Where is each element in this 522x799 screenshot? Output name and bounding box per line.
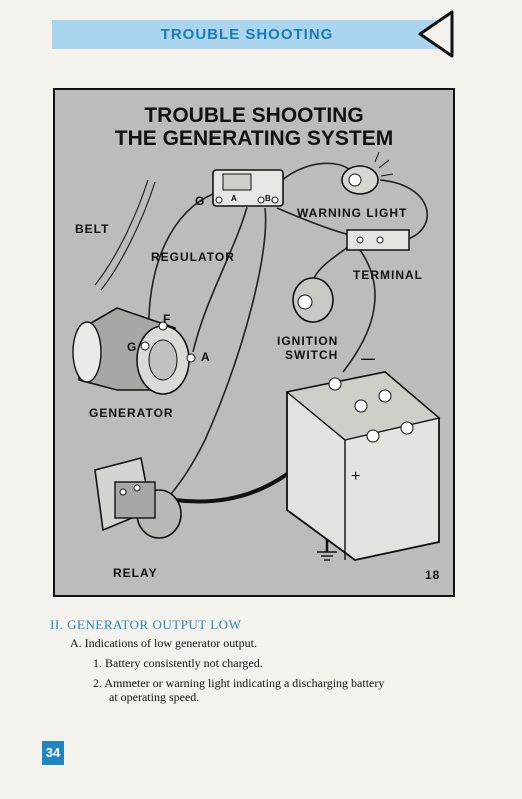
figure-title: TROUBLE SHOOTING THE GENERATING SYSTEM: [55, 104, 453, 150]
belt-line-2: [100, 181, 156, 291]
warning-light-label: WARNING LIGHT: [297, 206, 408, 220]
wiring-diagram-figure: TROUBLE SHOOTING THE GENERATING SYSTEM B…: [53, 88, 455, 597]
wiring-diagram-drawing: [72, 151, 441, 561]
figure-title-line-2: THE GENERATING SYSTEM: [114, 127, 394, 150]
item-a: A. Indications of low generator output.: [70, 636, 257, 650]
regulator-terminal-a-label: A: [231, 194, 238, 203]
item-1: 1. Battery consistently not charged.: [93, 656, 263, 670]
page-header-title: TROUBLE SHOOTING: [160, 26, 334, 43]
wire-regulator-generator-g: [147, 193, 214, 346]
wire-light-terminal: [379, 179, 428, 241]
wire-regulator-terminal: [276, 207, 351, 236]
terminal-label: TERMINAL: [353, 268, 423, 282]
regulator-terminal-g-label: G: [195, 194, 206, 208]
relay-unit: [94, 457, 182, 539]
battery-unit: [285, 371, 441, 561]
wire-regulator-relay: [166, 207, 267, 501]
generator-label: GENERATOR: [89, 406, 174, 420]
generator-unit: [72, 307, 196, 395]
battery-positive-label: +: [351, 468, 362, 485]
regulator-terminal-b-label: B: [265, 194, 272, 203]
belt-label: BELT: [75, 222, 110, 236]
ground-symbol: [317, 551, 337, 561]
generator-terminal-g-label: G: [127, 340, 138, 354]
belt-line-1: [94, 179, 149, 286]
section-heading: II. GENERATOR OUTPUT LOW: [50, 617, 242, 632]
item-2-line-2: at operating speed.: [109, 690, 200, 704]
ignition-switch: [292, 277, 334, 323]
regulator-label: REGULATOR: [151, 250, 235, 264]
regulator-unit: [212, 169, 284, 207]
relay-label: RELAY: [113, 566, 158, 580]
item-2-line-1: 2. Ammeter or warning light indicating a…: [93, 676, 385, 690]
switch-label: SWITCH: [285, 348, 339, 362]
triangle-left-icon[interactable]: [414, 8, 458, 60]
wire-regulator-generator-f: [192, 206, 248, 353]
header-band: [52, 20, 452, 49]
wire-terminal-battery: [342, 249, 376, 373]
ignition-label: IGNITION: [277, 334, 339, 348]
terminal-block: [346, 229, 410, 251]
figure-number: 18: [425, 568, 441, 582]
battery-negative-label: —: [361, 350, 376, 366]
page-number: 34: [42, 741, 64, 765]
generator-terminal-a-label: A: [201, 350, 211, 364]
warning-light-bulb: [341, 151, 394, 195]
generator-terminal-f-label: F: [163, 312, 172, 326]
figure-title-line-1: TROUBLE SHOOTING: [144, 104, 364, 127]
